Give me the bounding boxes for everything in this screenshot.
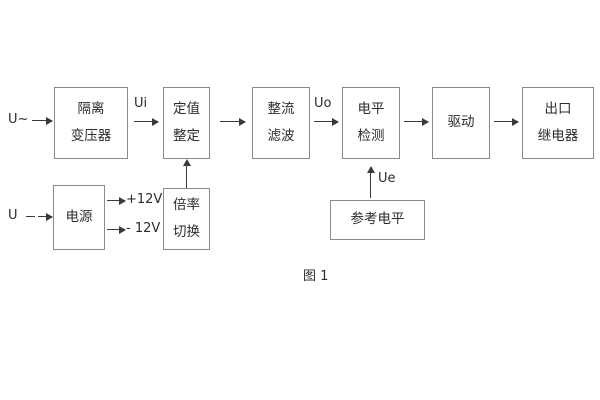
block-rectify-filter: 整流 滤波 xyxy=(252,87,310,159)
block-isolation-transformer: 隔离 变压器 xyxy=(54,87,128,159)
signal-label-uo: Uo xyxy=(314,96,332,111)
block-drive-line1: 驱动 xyxy=(447,114,475,131)
block-level-detect-line1: 电平 xyxy=(357,101,385,117)
block-power-supply: 电源 xyxy=(53,185,105,250)
block-level-detect-line2: 检测 xyxy=(357,127,385,144)
block-rectify-filter-line1: 整流 xyxy=(267,101,295,117)
arrow-input-to-isolation-transformer xyxy=(32,116,53,125)
block-output-relay: 出口 继电器 xyxy=(522,87,594,159)
signal-label-neg-12v: - 12V xyxy=(126,221,161,236)
block-multiplier-switch-line1: 倍率 xyxy=(173,197,200,213)
arrow-multiplier-to-setpoint xyxy=(182,159,191,188)
block-setpoint-setting-line1: 定值 xyxy=(173,101,200,117)
arrow-setpoint-to-rectify xyxy=(220,117,246,126)
block-setpoint-setting: 定值 整定 xyxy=(163,87,210,159)
signal-label-ue: Ue xyxy=(378,171,396,186)
block-output-relay-line2: 继电器 xyxy=(537,127,579,144)
arrow-isolation-to-setpoint xyxy=(134,117,159,126)
arrow-power-supply-pos12v xyxy=(107,196,126,205)
input-label-u-ac: U~ xyxy=(8,112,29,127)
block-power-supply-line1: 电源 xyxy=(65,208,93,225)
arrow-drive-to-output-relay xyxy=(494,117,519,126)
block-multiplier-switch: 倍率 切换 xyxy=(163,188,210,250)
dash-input-dc-segment xyxy=(26,216,35,217)
block-setpoint-setting-line2: 整定 xyxy=(173,127,200,144)
arrow-rectify-to-level-detect xyxy=(314,117,339,126)
block-level-detect: 电平 检测 xyxy=(342,87,400,159)
signal-label-pos-12v: +12V xyxy=(126,192,163,207)
block-drive: 驱动 xyxy=(432,87,490,159)
arrow-input-to-power-supply xyxy=(38,212,53,221)
block-isolation-transformer-line1: 隔离 xyxy=(77,101,105,117)
arrow-level-detect-to-drive xyxy=(404,117,429,126)
arrow-power-supply-neg12v xyxy=(107,225,126,234)
signal-label-ui: Ui xyxy=(134,96,148,111)
block-reference-level: 参考电平 xyxy=(330,200,425,240)
block-multiplier-switch-line2: 切换 xyxy=(173,223,200,240)
block-isolation-transformer-line2: 变压器 xyxy=(70,127,112,144)
figure-caption: 图 1 xyxy=(303,269,329,284)
arrow-reference-to-level-detect xyxy=(366,166,375,198)
block-rectify-filter-line2: 滤波 xyxy=(267,127,295,144)
block-reference-level-line1: 参考电平 xyxy=(350,211,405,228)
input-label-u-dc: U xyxy=(8,208,18,223)
block-output-relay-line1: 出口 xyxy=(544,101,572,117)
